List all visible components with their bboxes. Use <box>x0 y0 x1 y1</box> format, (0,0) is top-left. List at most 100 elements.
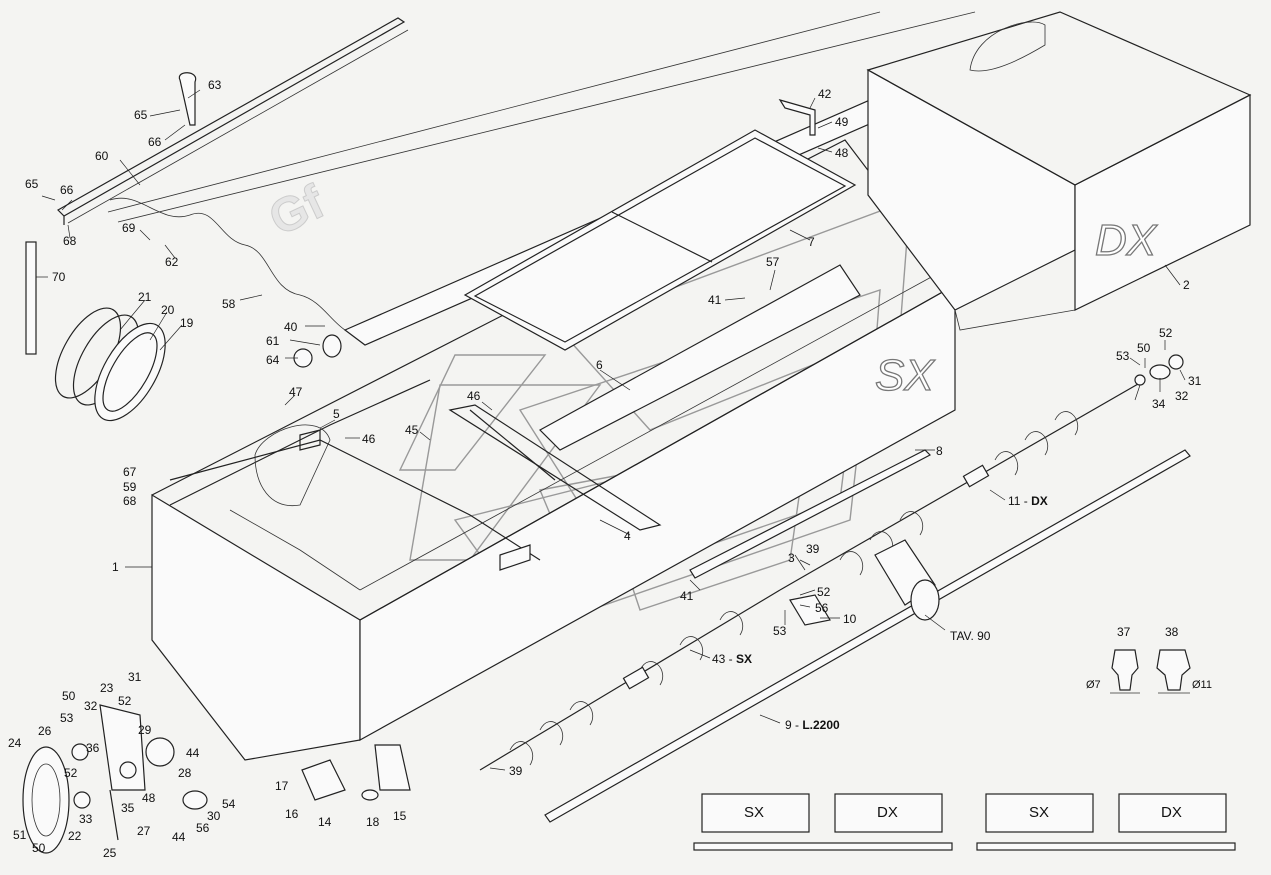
brand-logo: Gf <box>261 175 333 246</box>
label-strip-1 <box>693 842 953 851</box>
part-31-left: 31 <box>128 670 142 684</box>
label-box-sx-1 <box>701 793 810 833</box>
part-54: 54 <box>222 797 236 811</box>
bearing-parts <box>778 98 1184 626</box>
part-35: 35 <box>121 801 135 815</box>
rod-9 <box>544 449 1191 823</box>
part-62: 62 <box>165 255 179 269</box>
drive-train <box>22 704 411 854</box>
part-34: 34 <box>1152 397 1166 411</box>
part-68-left: 68 <box>63 234 77 248</box>
part-65-top: 65 <box>134 108 148 122</box>
part-50-right: 50 <box>1137 341 1151 355</box>
auger-11 <box>779 379 1146 591</box>
part-49: 49 <box>835 115 849 129</box>
part-51: 51 <box>13 828 27 842</box>
side-label-sx: SX <box>875 351 935 400</box>
part-16: 16 <box>285 807 299 821</box>
part-11: 11 - DX <box>1008 494 1048 508</box>
part-22: 22 <box>68 829 82 843</box>
part-52-left: 52 <box>118 694 132 708</box>
part-19: 19 <box>180 316 194 330</box>
part-11-side: DX <box>1031 494 1048 508</box>
label-box-dx-2-text: DX <box>1161 804 1182 821</box>
part-10: 10 <box>843 612 857 626</box>
gearbox <box>874 539 940 621</box>
part-65-left: 65 <box>25 177 39 191</box>
label-box-dx-1-text: DX <box>877 804 898 821</box>
label-box-sx-2-text: SX <box>1029 804 1049 821</box>
part-38: 38 <box>1165 625 1179 639</box>
plug-detail <box>1110 649 1191 694</box>
part-24: 24 <box>8 736 22 750</box>
side-label-dx: DX <box>1095 216 1158 265</box>
part-48-left: 48 <box>142 791 156 805</box>
part-23: 23 <box>100 681 114 695</box>
part-52-bottom: 52 <box>64 766 78 780</box>
part-20: 20 <box>161 303 175 317</box>
part-64: 64 <box>266 353 280 367</box>
part-14: 14 <box>318 815 332 829</box>
part-6: 6 <box>596 358 603 372</box>
part-43: 43 - SX <box>712 652 752 666</box>
part-37: 37 <box>1117 625 1131 639</box>
part-53-mid: 53 <box>773 624 787 638</box>
part-32-right: 32 <box>1175 389 1189 403</box>
label-box-sx-1-text: SX <box>744 804 764 821</box>
part-5: 5 <box>333 407 340 421</box>
label-box-dx-1 <box>834 793 943 833</box>
part-27: 27 <box>137 824 151 838</box>
dimension-37: Ø7 <box>1086 679 1101 691</box>
part-28: 28 <box>178 766 192 780</box>
part-32-left: 32 <box>84 699 98 713</box>
part-50-bottom: 50 <box>32 841 46 855</box>
part-41-bottom: 41 <box>680 589 694 603</box>
bar-8 <box>689 449 932 579</box>
part-11-number: 11 - <box>1008 494 1031 508</box>
part-52-mid: 52 <box>817 585 831 599</box>
part-9: 9 - L.2200 <box>785 718 840 732</box>
part-1: 1 <box>112 560 119 574</box>
part-44-left: 44 <box>172 830 186 844</box>
part-30: 30 <box>207 809 221 823</box>
part-58: 58 <box>222 297 236 311</box>
part-69: 69 <box>122 221 136 235</box>
part-57: 57 <box>766 255 780 269</box>
part-56-left: 56 <box>196 821 210 835</box>
part-68-mid: 68 <box>123 494 137 508</box>
leader-lines <box>36 89 1186 771</box>
label-strip-2 <box>976 842 1236 851</box>
part-70: 70 <box>52 270 66 284</box>
part-3: 3 <box>788 551 795 565</box>
part-53-left: 53 <box>60 711 74 725</box>
inner-baffle <box>539 264 861 451</box>
part-46-left: 46 <box>362 432 376 446</box>
part-17: 17 <box>275 779 289 793</box>
part-46-mid: 46 <box>467 389 481 403</box>
part-66-top: 66 <box>148 135 162 149</box>
part-39-bottom: 39 <box>509 764 523 778</box>
part-61: 61 <box>266 334 280 348</box>
part-43-side: SX <box>736 652 752 666</box>
part-60: 60 <box>95 149 109 163</box>
part-44-right: 44 <box>186 746 200 760</box>
part-7: 7 <box>808 235 815 249</box>
part-36: 36 <box>86 741 100 755</box>
part-26: 26 <box>38 724 52 738</box>
part-39-right: 39 <box>806 542 820 556</box>
label-box-sx-2 <box>985 793 1094 833</box>
right-hopper-box <box>866 11 1252 331</box>
part-33: 33 <box>79 812 93 826</box>
part-40: 40 <box>284 320 298 334</box>
part-50-left: 50 <box>62 689 76 703</box>
part-52-right: 52 <box>1159 326 1173 340</box>
table-reference: TAV. 90 <box>950 629 991 643</box>
lid-frame <box>463 129 857 351</box>
part-4: 4 <box>624 529 631 543</box>
part-18: 18 <box>366 815 380 829</box>
top-cover-bar <box>57 11 976 225</box>
part-41-top: 41 <box>708 293 722 307</box>
part-25: 25 <box>103 846 117 860</box>
part-9-length: L.2200 <box>802 718 840 732</box>
